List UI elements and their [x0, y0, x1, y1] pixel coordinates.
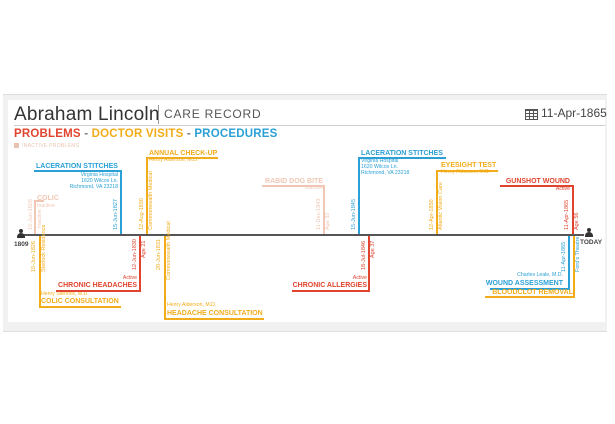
- event-eyesight-caption: Atlantic Vision Care: [438, 182, 444, 230]
- event-headache-consult-date: 20-Jun-1831: [156, 239, 162, 270]
- event-stem: [368, 236, 370, 290]
- event-eyesight-title[interactable]: EYESIGHT TEST: [441, 162, 497, 169]
- event-stem: [573, 236, 575, 296]
- event-stem: [568, 236, 570, 288]
- event-tick: [490, 288, 570, 290]
- event-headaches-title[interactable]: CHRONIC HEADACHES: [58, 282, 137, 289]
- event-eyesight-doctor: Henry Alderson, M.D.: [441, 169, 491, 175]
- event-tick: [485, 296, 575, 298]
- header-rule: [14, 125, 605, 126]
- event-rabid-status: Inactive: [305, 185, 323, 191]
- event-tick: [436, 170, 498, 172]
- event-colic-title[interactable]: COLIC: [37, 195, 59, 202]
- record-date: 11-Apr-1865: [541, 106, 607, 120]
- event-wound-caption: Ford's Theatre: [575, 236, 581, 273]
- inactive-problems-toggle[interactable]: INACTIVE PROBLEMS: [14, 143, 79, 149]
- event-headaches-date: 12-Jun-1830: [132, 239, 138, 270]
- event-stem: [120, 170, 122, 234]
- event-tick: [39, 306, 121, 308]
- event-stem: [139, 236, 141, 290]
- event-wound-doctor: Charles Leale, M.D.: [517, 272, 563, 278]
- legend-problems[interactable]: PROBLEMS: [14, 128, 81, 140]
- event-tick: [262, 185, 325, 187]
- event-headache-consult-caption: Commonwealth Medical: [166, 221, 172, 280]
- event-colic-status: Inactive: [37, 203, 55, 209]
- event-wound-title[interactable]: WOUND ASSESSMENT: [485, 280, 563, 287]
- event-rabid-caption: Age 32: [325, 212, 331, 230]
- event-tick: [358, 157, 446, 159]
- event-tick: [56, 290, 141, 292]
- event-stem: [34, 200, 36, 234]
- event-tick: [164, 318, 264, 320]
- care-record-panel: [8, 100, 605, 322]
- inactive-swatch-icon: [14, 143, 19, 149]
- event-lac2-date: 15-Jun-1845: [351, 199, 357, 230]
- event-lac1-date: 15-Jun-1827: [113, 199, 119, 230]
- event-allergies-date: 18-Jul-1846: [361, 240, 367, 270]
- event-lac1-title[interactable]: LACERATION STITCHES: [36, 163, 118, 170]
- person-icon-today: [585, 228, 593, 237]
- person-icon-start: [17, 229, 25, 238]
- timeline-axis: [22, 234, 584, 236]
- record-title: CARE RECORD: [164, 107, 262, 121]
- event-headaches-status: Active: [122, 275, 137, 281]
- event-tick: [292, 290, 370, 292]
- event-tick: [34, 170, 122, 172]
- event-annual-title[interactable]: ANNUAL CHECK-UP: [149, 150, 218, 157]
- event-gunshot-title[interactable]: GUNSHOT WOUND: [505, 178, 570, 185]
- title-separator: [158, 105, 159, 124]
- event-bloodclot-title[interactable]: BLOODCLOT REMOVAL: [492, 289, 573, 296]
- event-headaches-caption: Age 21: [141, 240, 147, 258]
- event-rabid-date: 11-Dec-1843: [316, 198, 322, 230]
- event-stem: [146, 157, 148, 234]
- event-allergies-status: Active: [352, 275, 367, 281]
- event-colic-consult-date: 15-Jun-1826: [31, 241, 37, 272]
- event-allergies-title[interactable]: CHRONIC ALLERGIES: [292, 282, 367, 289]
- event-annual-date: 12-Aug-1830: [139, 198, 145, 230]
- event-tick: [146, 157, 218, 159]
- event-colic-date: 15-Jun-1826: [28, 199, 34, 230]
- timeline-end-label: TODAY: [580, 239, 603, 246]
- event-colic-consult-doctor: Henry Sterlock, M.D.: [41, 291, 89, 297]
- event-stem: [358, 157, 360, 234]
- timeline-start-label: 1809: [14, 241, 29, 248]
- event-gunshot-caption: Age 56: [574, 212, 580, 230]
- event-stem: [436, 170, 438, 234]
- event-gunshot-status: Active: [555, 186, 570, 192]
- event-stem: [164, 236, 166, 318]
- calendar-icon: [525, 109, 538, 120]
- event-annual-doctor: Henry Alderson, M.D.: [149, 157, 199, 163]
- event-headache-consult-doctor: Henry Alderson, M.D.: [167, 302, 217, 308]
- legend: PROBLEMS - DOCTOR VISITS - PROCEDURES: [14, 128, 278, 140]
- event-rabid-title[interactable]: RABID DOG BITE: [265, 178, 323, 185]
- event-tick: [34, 200, 44, 202]
- event-stem: [39, 236, 41, 306]
- event-eyesight-date: 12-Apr-1850: [429, 199, 435, 230]
- event-stem: [323, 185, 325, 234]
- event-annual-caption: Commonwealth Medical: [148, 171, 154, 230]
- legend-doctor-visits[interactable]: DOCTOR VISITS: [91, 128, 184, 140]
- event-gunshot-date: 11-Apr-1865: [564, 199, 570, 230]
- event-wound-date: 11-Apr-1865: [561, 241, 567, 272]
- event-allergies-caption: Age 37: [370, 240, 376, 258]
- legend-procedures[interactable]: PROCEDURES: [194, 128, 278, 140]
- event-stem: [572, 185, 574, 234]
- patient-name: Abraham Lincoln: [14, 104, 160, 125]
- event-colic-consult-title[interactable]: COLIC CONSULTATION: [41, 298, 119, 305]
- event-tick: [500, 185, 574, 187]
- event-headache-consult-title[interactable]: HEADACHE CONSULTATION: [167, 310, 263, 317]
- event-colic-consult-caption: Sterlock Residence: [41, 224, 47, 272]
- event-lac2-title[interactable]: LACERATION STITCHES: [361, 150, 443, 157]
